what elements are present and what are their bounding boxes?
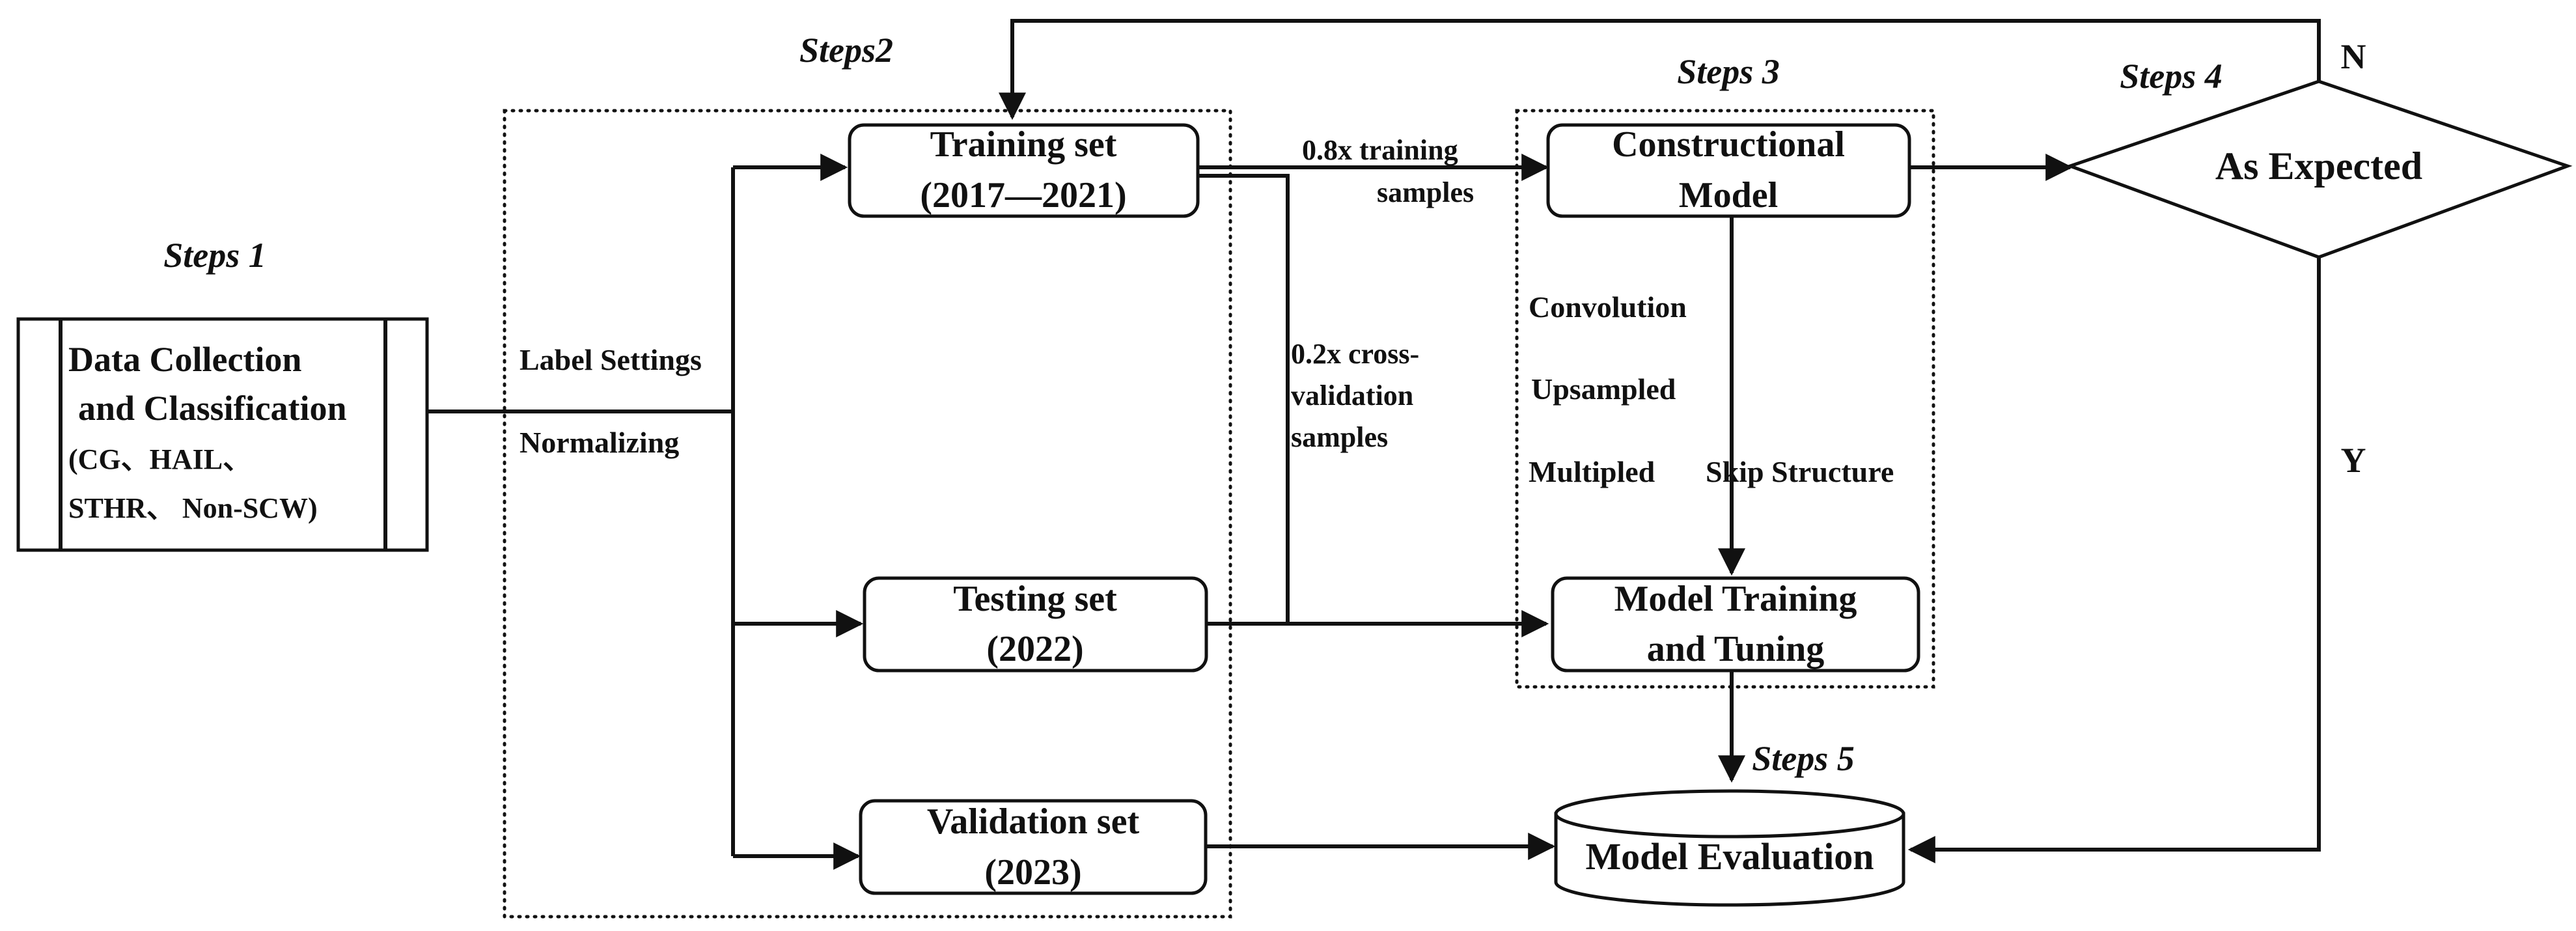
as-expected-decision: As Expected [2065, 79, 2573, 259]
skip-structure-text: Skip Structure [1706, 455, 1894, 488]
upsampled-text: Upsampled [1531, 372, 1676, 406]
steps2-label: Steps2 [799, 31, 893, 70]
data-collection-line1: Data Collection [68, 340, 301, 379]
steps1-label: Steps 1 [163, 236, 266, 275]
no-feedback-line [999, 19, 2321, 120]
data-collection-node: Data Collection and Classification (CG、H… [16, 317, 429, 552]
model-training-node: Model Training and Tuning [1551, 576, 1920, 673]
normalizing-text: Normalizing [519, 426, 679, 459]
no-label: N [2341, 37, 2366, 76]
training-set-node: Training set (2017—2021) [848, 123, 1200, 218]
training-set-line1: Training set [930, 124, 1117, 165]
as-expected-text: As Expected [2215, 145, 2422, 188]
data-collection-line3: (CG、HAIL、 [68, 443, 251, 475]
training-split-line1: 0.8x training [1302, 134, 1458, 166]
label-settings-text: Label Settings [519, 343, 702, 376]
constructional-model-node: Constructional Model [1546, 123, 1911, 218]
testing-set-line1: Testing set [953, 579, 1117, 619]
testing-set-line2: (2022) [986, 629, 1083, 669]
yes-path-line [1907, 257, 2321, 863]
steps3-group-border [1515, 109, 1935, 689]
yes-label: Y [2341, 441, 2366, 480]
validation-set-line2: (2023) [984, 852, 1081, 893]
model-evaluation-text: Model Evaluation [1585, 835, 1874, 878]
cv-split-line3: samples [1291, 421, 1388, 453]
steps5-label: Steps 5 [1752, 739, 1855, 778]
model-training-line2: and Tuning [1647, 629, 1824, 669]
cross-validation-line [1198, 174, 1290, 624]
model-evaluation-node: Model Evaluation [1554, 789, 1905, 907]
training-split-line2: samples [1377, 176, 1474, 208]
training-set-line2: (2017—2021) [920, 175, 1126, 215]
steps4-label: Steps 4 [2120, 57, 2223, 96]
validation-set-line1: Validation set [927, 801, 1140, 842]
model-training-line1: Model Training [1614, 579, 1857, 619]
steps2-group-border [503, 109, 1232, 919]
steps3-label: Steps 3 [1677, 52, 1780, 91]
convolution-text: Convolution [1529, 290, 1687, 324]
data-collection-line4: STHR、 Non-SCW) [68, 492, 318, 524]
multipled-text: Multipled [1529, 455, 1655, 488]
validation-set-node: Validation set (2023) [859, 799, 1208, 895]
constructional-model-line1: Constructional [1612, 124, 1845, 165]
testing-set-node: Testing set (2022) [863, 576, 1208, 673]
constructional-model-line2: Model [1679, 175, 1778, 215]
cv-split-line2: validation [1291, 380, 1413, 411]
cv-split-line1: 0.2x cross- [1291, 338, 1419, 370]
data-collection-line2: and Classification [78, 389, 347, 428]
